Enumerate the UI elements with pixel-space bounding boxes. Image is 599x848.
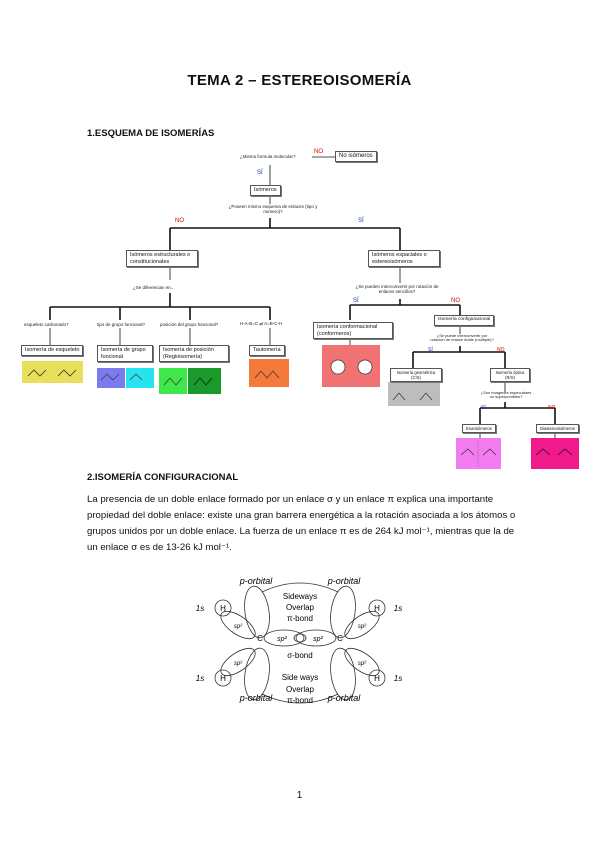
sigma-bond-label: σ-bond xyxy=(287,651,312,660)
s1-label-br: 1s xyxy=(394,674,402,683)
optical-box: Isomería óptica (R/S) xyxy=(490,368,530,382)
sp2-bl: sp² xyxy=(234,661,243,667)
sp2-center-left: sp² xyxy=(277,636,287,643)
si-label-1: SÍ xyxy=(257,170,263,176)
structural-isomers-box: Isómeros estructurales o constitucionale… xyxy=(126,250,198,267)
h-atom-br: H xyxy=(374,674,380,683)
no-label-5: NO xyxy=(548,405,556,411)
section2-heading: 2.ISOMERÍA CONFIGURACIONAL xyxy=(87,472,239,483)
p-orbital-tl-label: p-orbital xyxy=(239,576,274,586)
page-title: TEMA 2 – ESTEREOISOMERÍA xyxy=(187,72,412,89)
no-label-1: NO xyxy=(314,149,323,155)
p-orbital-bl-label: p-orbital xyxy=(239,693,274,703)
q-config: ¿Se puede interconvertir por rotación de… xyxy=(430,333,494,343)
si-label-5: SÍ xyxy=(481,405,486,411)
position-isomerism-box: Isomería de posición (Regioisomería) xyxy=(159,345,229,362)
si-label-3: SÍ xyxy=(353,298,359,304)
pi-bond-top-label: π-bond xyxy=(287,614,313,623)
isomers-box: Isómeros xyxy=(250,185,281,196)
sp2-br: sp² xyxy=(358,661,367,667)
orbital-diagram: p-orbital p-orbital p-orbital p-orbital … xyxy=(196,576,402,705)
no-label-4: NO xyxy=(497,347,505,353)
q-same-formula: ¿Misma formula molecular? xyxy=(240,154,296,159)
carbon-left: C xyxy=(257,634,263,643)
overlap-top-label: Overlap xyxy=(286,603,315,612)
not-isomers-box: No isómeros xyxy=(335,151,377,162)
branch-skeleton: esqueleto carbonado? xyxy=(24,322,69,327)
sp2-tl: sp² xyxy=(234,624,243,630)
no-label-3: NO xyxy=(451,298,460,304)
section1-heading: 1.ESQUEMA DE ISOMERÍAS xyxy=(87,128,215,139)
branch-tautomer: H-A-B=C ⇌ A=B-C-H xyxy=(240,321,283,326)
tautomeria-box: Tautomería xyxy=(249,345,285,356)
q-mirror: ¿Son imágenes especulares no superponibl… xyxy=(480,390,532,400)
p-orbital-tr-label: p-orbital xyxy=(327,576,362,586)
conformational-box: Isomería conformacional (conformeros) xyxy=(313,322,393,339)
sideways-bottom-label: Side ways xyxy=(282,673,318,682)
branch-position: posición del grupo funcional? xyxy=(160,322,219,327)
enantiomers-box: Enantiómeros xyxy=(462,424,496,433)
si-label-2: SÍ xyxy=(358,218,364,224)
overlap-bottom-label: Overlap xyxy=(286,685,315,694)
q-same-scheme: ¿Poseen mismo esquema de enlaces (tipo y… xyxy=(228,204,318,214)
p-orbital-br-label: p-orbital xyxy=(327,693,362,703)
q-differ: ¿Se diferencian en... xyxy=(133,285,175,290)
branch-functional: tipo de grupo funcional? xyxy=(97,322,146,327)
pi-bond-bottom-label: π-bond xyxy=(287,696,313,705)
sp2-tr: sp² xyxy=(358,624,367,630)
diastereomers-box: Diastereoisómeros xyxy=(536,424,579,433)
s1-label-bl: 1s xyxy=(196,674,204,683)
spatial-isomers-box: Isómeros espaciales o estereoisómeros xyxy=(368,250,440,267)
carbon-right: C xyxy=(337,634,343,643)
page-number: 1 xyxy=(296,790,303,801)
no-label-2: NO xyxy=(175,218,184,224)
s1-label-tl: 1s xyxy=(196,604,204,613)
sideways-top-label: Sideways xyxy=(283,592,317,601)
si-label-4: SÍ xyxy=(428,347,433,353)
s1-label-tr: 1s xyxy=(394,604,402,613)
geometric-box: Isomería geométrica (CIS) xyxy=(390,368,442,382)
section2-paragraph: La presencia de un doble enlace formado … xyxy=(87,494,516,553)
h-atom-bl: H xyxy=(220,674,226,683)
q-interconvert: ¿Se pueden interconvertir por rotación d… xyxy=(355,284,439,294)
functional-isomerism-box: Isomería de grupo funcional xyxy=(97,345,153,362)
structure-swatches xyxy=(22,345,579,469)
configurational-box: Isomería configuracional xyxy=(434,315,495,326)
scheme-lines xyxy=(49,154,556,438)
h-atom-tl: H xyxy=(220,604,226,613)
h-atom-tr: H xyxy=(374,604,380,613)
sp2-center-right: sp² xyxy=(313,636,323,643)
skeleton-isomerism-box: Isomería de esqueleto xyxy=(21,345,84,356)
